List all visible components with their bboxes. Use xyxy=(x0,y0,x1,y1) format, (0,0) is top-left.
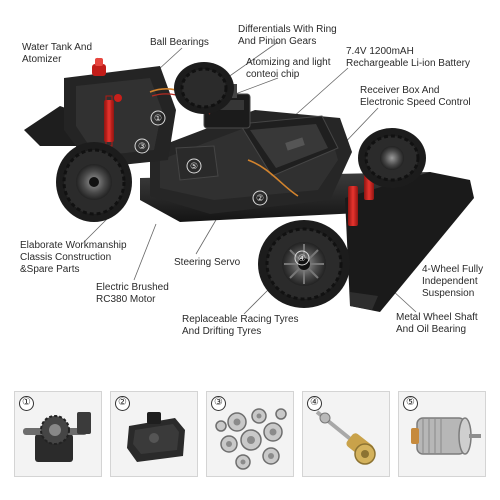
parts-strip: ① ② ③ xyxy=(14,391,486,477)
water-tank-cap xyxy=(92,64,106,76)
callout-tyres: Replaceable Racing Tyres And Drifting Ty… xyxy=(182,314,299,337)
front-left-wheel xyxy=(258,220,350,308)
front-bumper xyxy=(345,172,474,312)
product-diagram: ① ② ③ ④ ⑤ Water Tank And Atomizer Ball B… xyxy=(20,24,484,337)
callout-steering-servo: Steering Servo xyxy=(174,257,241,268)
callout-atomizing-chip: Atomizing and light conteoi chip xyxy=(246,57,331,80)
marker-5: ⑤ xyxy=(190,162,198,172)
tile-number-4: ④ xyxy=(307,396,322,411)
front-right-wheel xyxy=(358,128,426,188)
tile-number-5: ⑤ xyxy=(403,396,418,411)
tile-number-2: ② xyxy=(115,396,130,411)
rear-left-wheel xyxy=(56,142,132,222)
callout-ball-bearings: Ball Bearings xyxy=(150,37,209,48)
steering-servo-body xyxy=(175,145,219,181)
differential-gear-icon xyxy=(23,412,91,462)
callout-receiver-esc: Receiver Box And Electronic Speed Contro… xyxy=(360,85,471,108)
rc-car-chassis-illustration: ① ② ③ ④ ⑤ xyxy=(24,41,474,315)
callout-suspension: 4-Wheel Fully Independent Suspension xyxy=(422,264,484,299)
parts-tile-4: ④ xyxy=(302,391,390,477)
callout-battery: 7.4V 1200mAH Rechargeable Li-ion Battery xyxy=(346,46,470,69)
wheel-shaft-icon xyxy=(315,410,376,465)
brushed-motor-icon xyxy=(411,417,481,455)
callout-motor: Electric Brushed RC380 Motor xyxy=(96,282,169,305)
marker-3: ③ xyxy=(138,142,146,152)
parts-tile-2: ② xyxy=(110,391,198,477)
parts-tile-5: ⑤ xyxy=(398,391,486,477)
parts-tile-3: ③ xyxy=(206,391,294,477)
marker-4: ④ xyxy=(298,254,306,264)
callout-wheel-shaft: Metal Wheel Shaft And Oil Bearing xyxy=(396,312,478,335)
marker-2: ② xyxy=(256,194,264,204)
tile-number-1: ① xyxy=(19,396,34,411)
marker-1: ① xyxy=(154,114,162,124)
rear-right-wheel xyxy=(174,62,234,114)
callout-workmanship: Elaborate Workmanship Classis Constructi… xyxy=(20,240,127,275)
parts-tile-1: ① xyxy=(14,391,102,477)
callout-water-tank: Water Tank And Atomizer xyxy=(22,42,93,65)
ball-bearings-icon xyxy=(215,408,287,470)
tile-number-3: ③ xyxy=(211,396,226,411)
part-markers xyxy=(134,110,310,266)
callout-differentials: Differentials With Ring And Pinion Gears xyxy=(238,24,337,47)
steering-servo-icon xyxy=(127,412,185,462)
